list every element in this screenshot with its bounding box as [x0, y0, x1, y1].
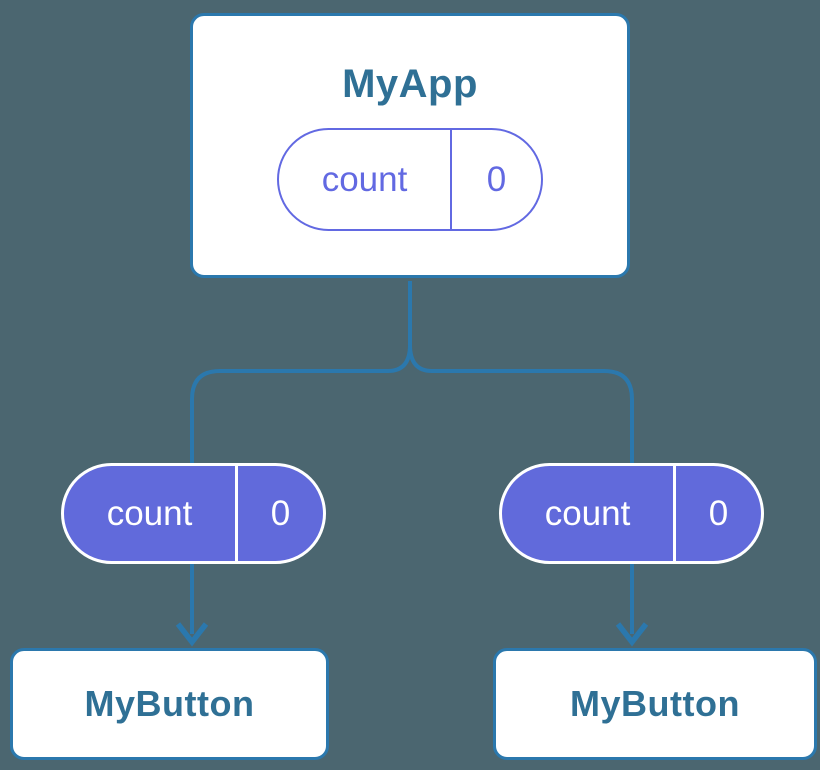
node-myapp-title: MyApp	[342, 62, 478, 106]
prop-pill-left-value: 0	[270, 493, 291, 533]
prop-pill-right-value: 0	[708, 493, 729, 533]
state-pill-value: 0	[486, 159, 507, 199]
arrow-right-head-icon	[615, 622, 649, 647]
state-pill-divider	[450, 130, 452, 229]
node-mybutton-left-title: MyButton	[84, 683, 255, 724]
state-pill-label: count	[321, 159, 408, 199]
prop-pill-right: count 0	[499, 463, 764, 564]
node-mybutton-left-card: MyButton	[10, 648, 329, 760]
node-mybutton-right-card: MyButton	[493, 648, 817, 760]
branch-right-line	[408, 281, 634, 466]
prop-pill-left-label: count	[106, 493, 193, 533]
state-pill-myapp: count 0	[277, 128, 543, 231]
prop-pill-right-divider	[673, 466, 676, 561]
prop-pill-left: count 0	[61, 463, 326, 564]
arrow-left-head-icon	[175, 622, 209, 647]
prop-pill-left-divider	[235, 466, 238, 561]
branch-left-line	[190, 281, 412, 466]
node-myapp-card: MyApp	[190, 13, 630, 278]
node-mybutton-right-title: MyButton	[570, 683, 740, 724]
prop-pill-right-label: count	[544, 493, 631, 533]
